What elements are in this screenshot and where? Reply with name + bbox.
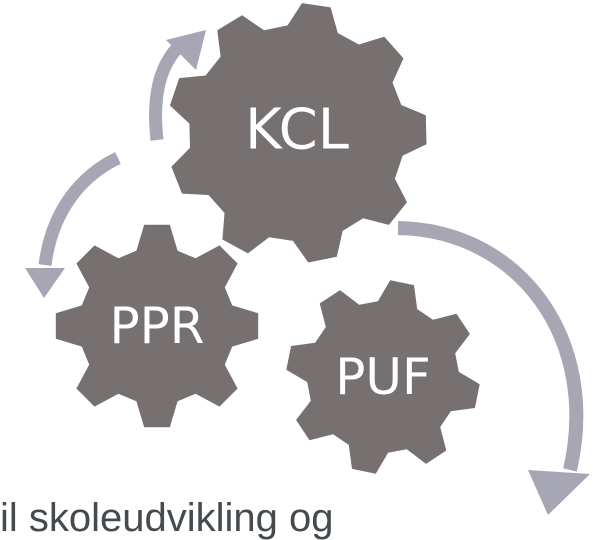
gear-kcl-label: KCL: [245, 98, 349, 163]
gear-ppr-shape: [55, 224, 259, 428]
gear-kcl: KCL: [169, 3, 427, 263]
gear-puf-shape: [286, 280, 480, 474]
arrow-right-curve: [397, 221, 584, 472]
gear-ppr: PPR: [55, 224, 259, 428]
arrow-right-head: [528, 470, 590, 515]
gear-ppr-label: PPR: [109, 297, 204, 355]
arrow-top-head: [166, 30, 206, 70]
gear-puf: PUF: [286, 280, 480, 474]
gear-puf-label: PUF: [335, 348, 431, 406]
arrow-left-curve: [38, 152, 121, 266]
caption-text: il skoleudvikling og: [0, 496, 334, 540]
arrow-group: [25, 30, 590, 515]
arrow-left-head: [25, 268, 65, 298]
arrow-top-curve: [149, 40, 185, 141]
gear-kcl-shape: [169, 3, 427, 263]
